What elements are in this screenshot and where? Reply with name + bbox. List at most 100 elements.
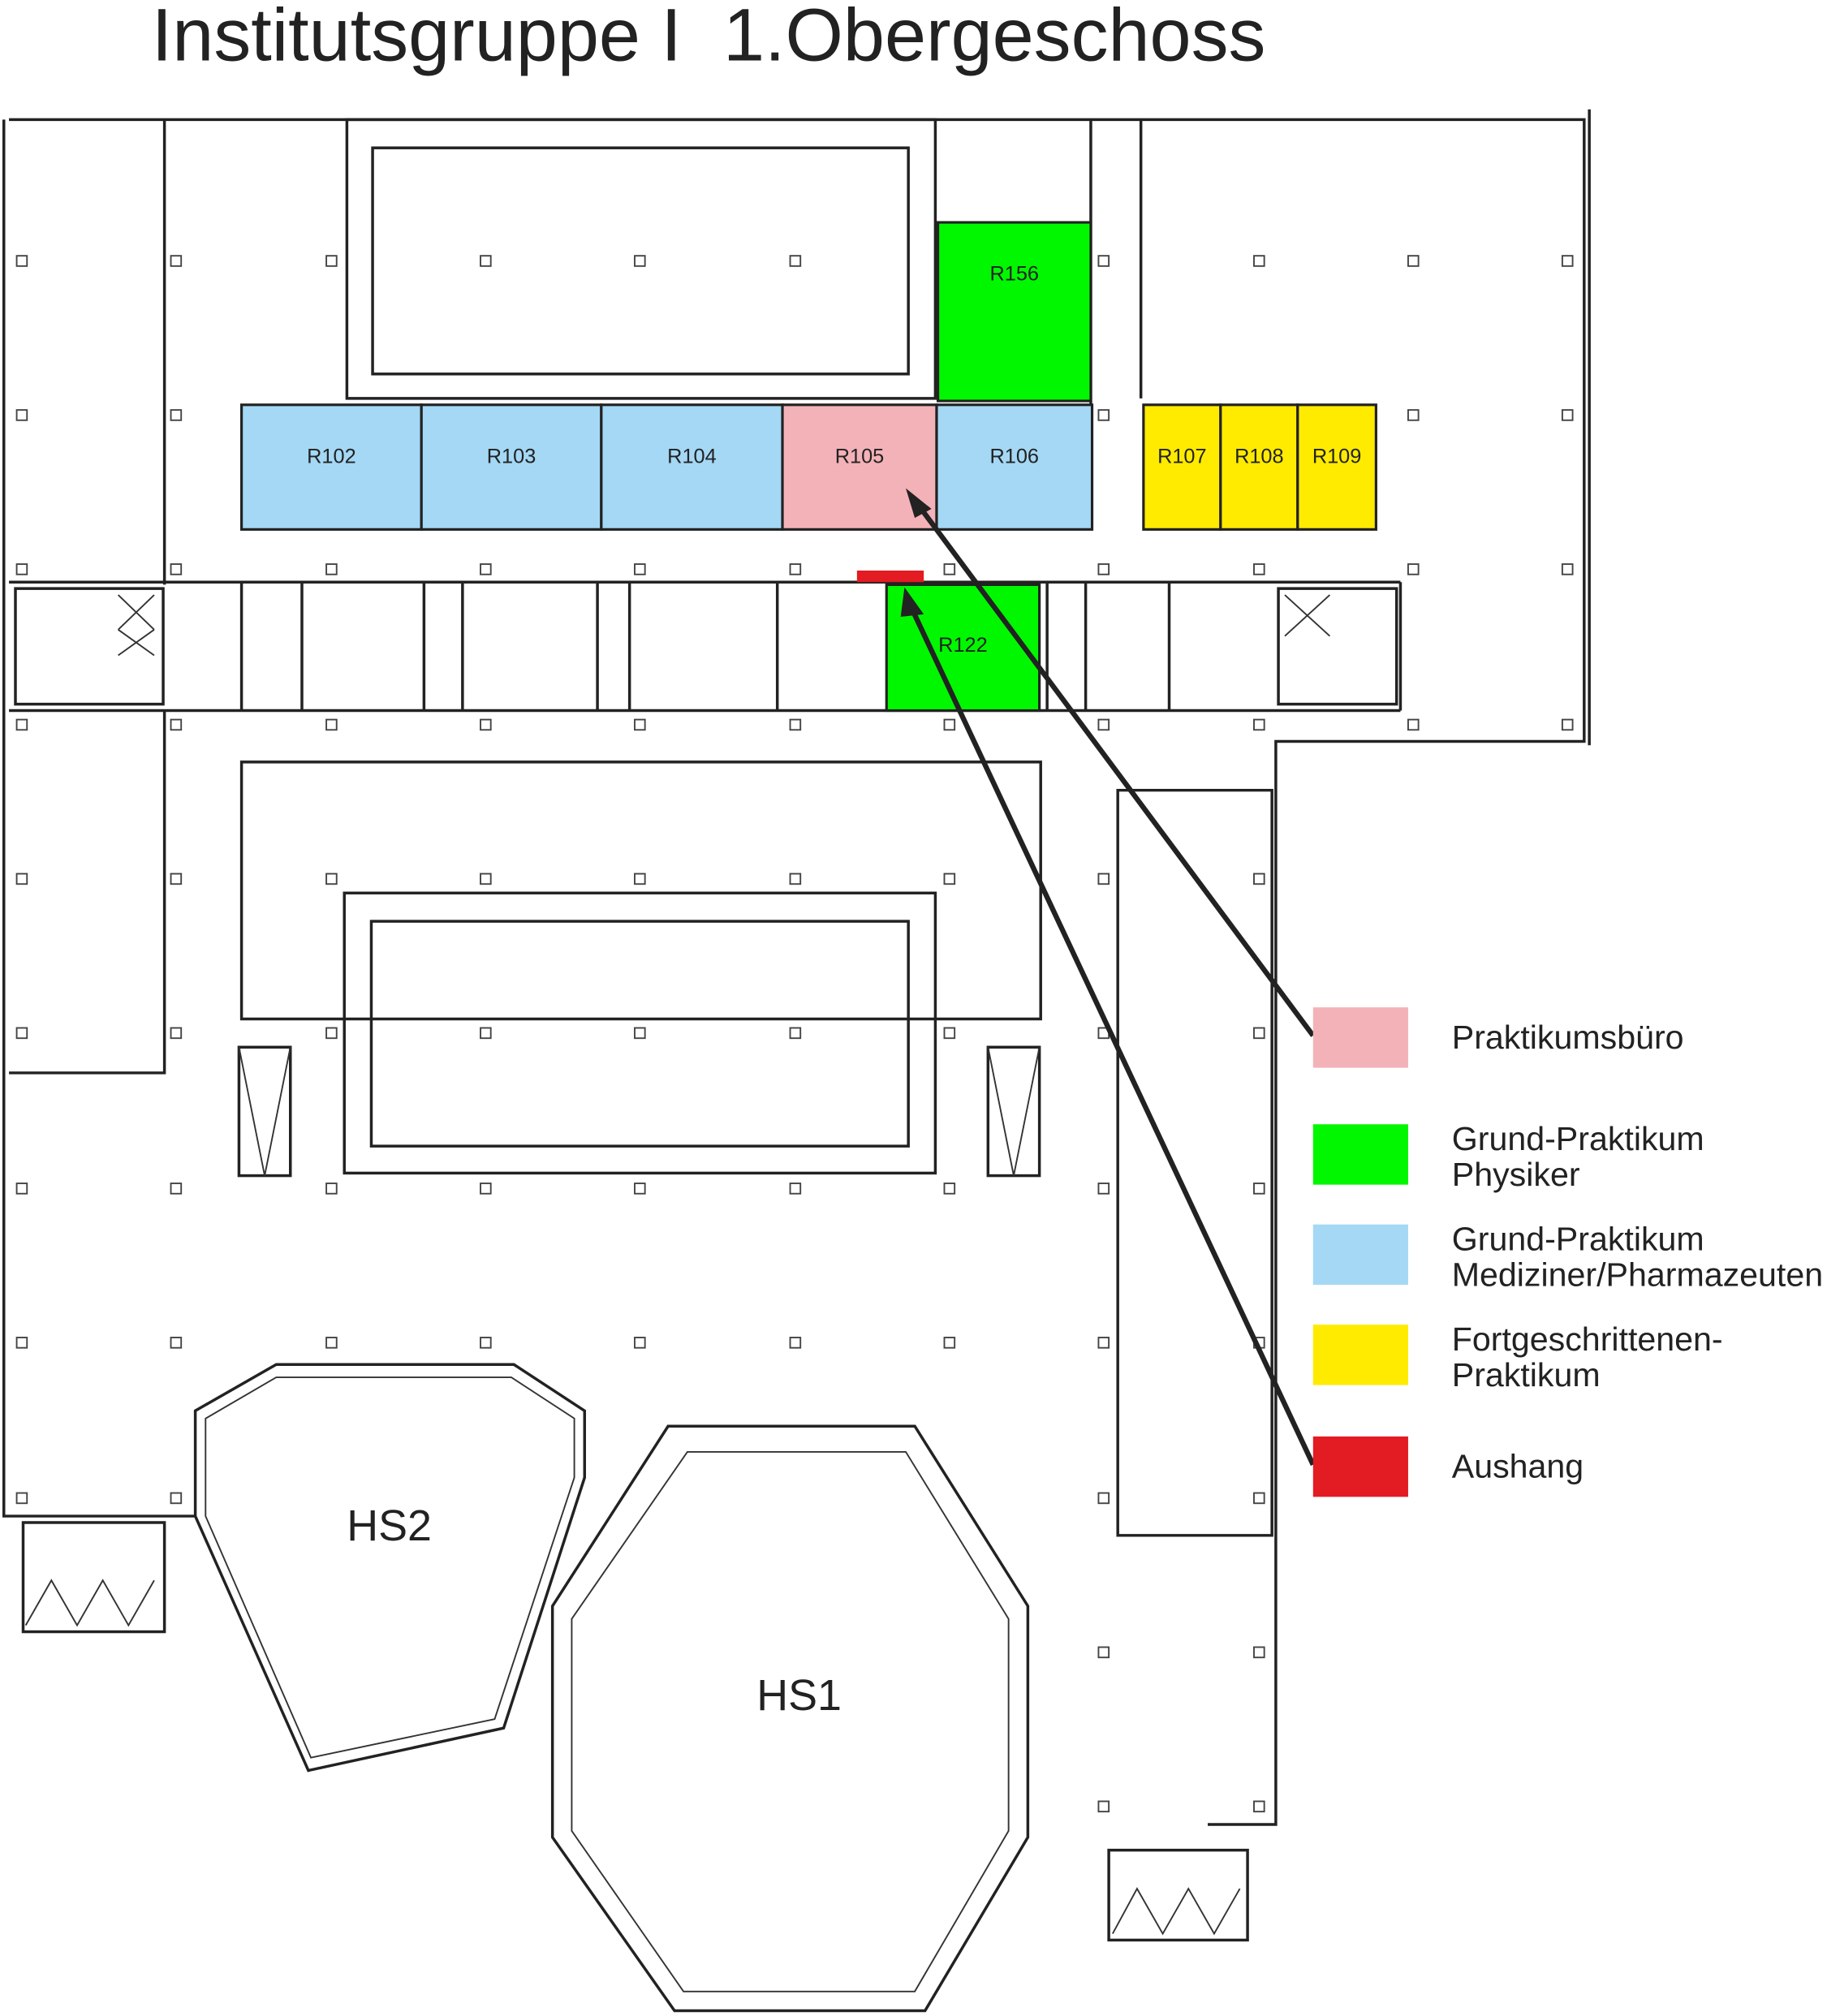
- column-marker: [943, 1182, 956, 1195]
- room-r109[interactable]: R109: [1296, 403, 1377, 531]
- column-marker: [634, 718, 646, 731]
- legend-swatch: [1312, 1224, 1408, 1286]
- column-marker: [170, 1337, 183, 1349]
- column-marker: [1253, 1182, 1265, 1195]
- room-fill: [600, 403, 784, 531]
- column-marker: [480, 563, 492, 575]
- column-marker: [789, 872, 802, 885]
- column-marker: [634, 872, 646, 885]
- room-fill: [1142, 403, 1222, 531]
- column-marker: [15, 409, 28, 421]
- column-marker: [1253, 1800, 1265, 1813]
- arrow-to-praktikumsbuero: [915, 502, 1316, 1037]
- column-marker: [15, 563, 28, 575]
- column-marker: [170, 718, 183, 731]
- room-r106[interactable]: R106: [935, 403, 1094, 531]
- column-marker: [15, 1182, 28, 1195]
- column-marker: [1253, 255, 1265, 267]
- column-marker: [170, 872, 183, 885]
- column-marker: [789, 718, 802, 731]
- column-marker: [1097, 872, 1110, 885]
- column-marker: [480, 1337, 492, 1349]
- legend-label: Praktikumsbüro: [1452, 1019, 1684, 1056]
- room-fill: [936, 221, 1092, 403]
- legend-swatch: [1312, 1436, 1408, 1497]
- column-marker: [15, 718, 28, 731]
- column-marker: [325, 1027, 338, 1040]
- column-marker: [789, 1182, 802, 1195]
- column-marker: [15, 1027, 28, 1040]
- page-title: Institutsgruppe I 1.Obergeschoss: [152, 0, 1266, 77]
- room-r108[interactable]: R108: [1219, 403, 1299, 531]
- column-marker: [1253, 718, 1265, 731]
- column-marker: [1097, 1492, 1110, 1505]
- legend-label: Fortgeschrittenen-: [1452, 1320, 1723, 1358]
- room-fill: [420, 403, 603, 531]
- hall-hs1-outline: [550, 1424, 1030, 2013]
- column-marker: [15, 1337, 28, 1349]
- column-marker: [1561, 255, 1574, 267]
- room-r104[interactable]: R104: [600, 403, 784, 531]
- room-label: R108: [1235, 445, 1284, 467]
- column-marker: [1097, 1182, 1110, 1195]
- column-marker: [325, 1337, 338, 1349]
- column-marker: [1407, 563, 1420, 575]
- lecture-halls: HS2 HS1: [193, 1363, 1030, 2013]
- room-fill: [1296, 403, 1377, 531]
- column-marker: [1097, 255, 1110, 267]
- column-marker: [634, 255, 646, 267]
- column-marker: [943, 718, 956, 731]
- column-marker: [1097, 718, 1110, 731]
- room-label: R107: [1157, 445, 1207, 467]
- room-label: R103: [487, 445, 536, 467]
- column-marker: [1561, 409, 1574, 421]
- room-r107[interactable]: R107: [1142, 403, 1222, 531]
- legend-label: Praktikum: [1452, 1356, 1601, 1394]
- legend-item-aushang: Aushang: [1312, 1436, 1584, 1497]
- column-marker: [170, 1182, 183, 1195]
- column-marker: [634, 1182, 646, 1195]
- column-marker: [1097, 1646, 1110, 1659]
- column-marker: [1253, 1027, 1265, 1040]
- legend-swatch: [1312, 1007, 1408, 1068]
- legend-label: Physiker: [1452, 1156, 1580, 1193]
- column-marker: [1097, 1337, 1110, 1349]
- column-marker: [789, 255, 802, 267]
- legend-label: Aushang: [1452, 1448, 1584, 1485]
- room-r156[interactable]: R156: [936, 221, 1092, 403]
- column-marker: [15, 1492, 28, 1505]
- room-label: R156: [990, 263, 1040, 286]
- column-marker: [634, 1027, 646, 1040]
- column-marker: [480, 718, 492, 731]
- legend-item-fortgeschritten: Fortgeschrittenen-Praktikum: [1312, 1320, 1723, 1394]
- column-marker: [15, 255, 28, 267]
- column-marker: [325, 563, 338, 575]
- legend: PraktikumsbüroGrund-PraktikumPhysikerGru…: [1312, 1007, 1823, 1497]
- column-marker: [789, 1337, 802, 1349]
- room-fill: [1219, 403, 1299, 531]
- column-marker: [170, 1492, 183, 1505]
- arrowhead: [906, 488, 932, 519]
- column-marker: [1253, 1646, 1265, 1659]
- room-r102[interactable]: R102: [240, 403, 423, 531]
- room-label: R106: [990, 445, 1040, 467]
- column-marker: [15, 872, 28, 885]
- column-marker: [1097, 563, 1110, 575]
- room-label: R105: [835, 445, 885, 467]
- room-r103[interactable]: R103: [420, 403, 603, 531]
- building-walls: [2, 109, 1591, 1942]
- column-marker: [1407, 409, 1420, 421]
- room-label: R104: [667, 445, 717, 467]
- column-marker: [943, 1027, 956, 1040]
- arrowhead: [900, 587, 924, 617]
- room-fill: [240, 403, 423, 531]
- column-marker: [170, 1027, 183, 1040]
- column-marker: [789, 1027, 802, 1040]
- hall-label: HS1: [756, 1671, 842, 1720]
- column-marker: [325, 1182, 338, 1195]
- column-marker: [634, 563, 646, 575]
- legend-label: Grund-Praktikum: [1452, 1120, 1704, 1157]
- arrow-to-aushang: [907, 602, 1316, 1467]
